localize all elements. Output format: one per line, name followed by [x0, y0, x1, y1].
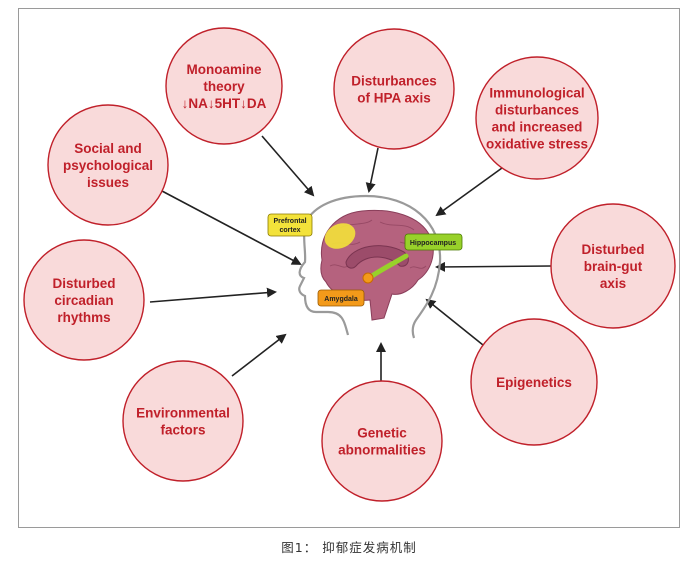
arrow-hpa — [365, 147, 379, 193]
factor-label-immuno-line-2: disturbances — [495, 103, 579, 118]
factor-label-epigenetics-line-1: Epigenetics — [496, 375, 572, 390]
corpus-callosum — [345, 245, 409, 269]
factor-braingut: Disturbed brain-gut axis — [550, 203, 676, 329]
factor-label-hpa-line-1: Disturbances — [351, 74, 437, 89]
arrow-circadian — [149, 287, 277, 303]
prefrontal-tag-line-1: Prefrontal — [273, 218, 306, 225]
depression-pathogenesis-diagram: Prefrontal cortex Hippocampus Amygdala M… — [23, 27, 676, 502]
arrow-environmental — [231, 333, 287, 377]
factor-epigenetics: Epigenetics — [470, 318, 598, 446]
arrow-social — [161, 190, 302, 265]
factor-label-circadian-line-1: Disturbed — [52, 276, 115, 291]
figure-caption: 图1： 抑郁症发病机制 — [281, 540, 417, 555]
factor-circle-monoamine — [165, 27, 283, 145]
factor-label-immuno-line-4: oxidative stress — [486, 137, 588, 152]
factor-hpa: Disturbances of HPA axis — [333, 28, 455, 150]
arrows — [149, 135, 552, 382]
factor-label-circadian-line-2: circadian — [54, 293, 113, 308]
amygdala-tag-label: Amygdala — [324, 296, 358, 303]
factor-label-braingut-line-3: axis — [600, 276, 626, 291]
prefrontal-tag: Prefrontal cortex — [267, 213, 313, 237]
factor-label-social-line-2: psychological — [63, 158, 153, 173]
factor-circle-circadian — [23, 239, 145, 361]
factor-label-monoamine-line-2: theory — [203, 79, 245, 94]
factor-circle-hpa — [333, 28, 455, 150]
factor-label-social-line-3: issues — [87, 175, 129, 190]
factor-monoamine: Monoamine theory ↓NA↓5HT↓DA — [165, 27, 283, 145]
hippocampus-tag: Hippocampus — [404, 233, 463, 251]
factor-label-social-line-1: Social and — [74, 141, 142, 156]
factor-circle-environmental — [122, 360, 244, 482]
factor-label-immuno-line-3: and increased — [492, 120, 583, 135]
prefrontal-region — [324, 223, 356, 249]
arrow-monoamine — [261, 135, 315, 197]
factor-label-immuno-line-1: Immunological — [489, 86, 584, 101]
factor-circle-genetic — [321, 380, 443, 502]
factor-circles: Monoamine theory ↓NA↓5HT↓DA Disturbances of … — [23, 27, 676, 502]
prefrontal-tag-line-2: cortex — [279, 227, 300, 234]
factor-label-braingut-line-1: Disturbed — [581, 242, 644, 257]
factor-social: Social and psychological issues — [47, 104, 169, 226]
hippocampus-tag-label: Hippocampus — [410, 240, 456, 247]
head-illustration — [298, 194, 442, 339]
factor-immuno: Immunological disturbances and increased ox… — [475, 56, 599, 180]
factor-label-monoamine-line-3: ↓NA↓5HT↓DA — [182, 96, 267, 111]
factor-circle-epigenetics — [470, 318, 598, 446]
factor-label-hpa-line-2: of HPA axis — [357, 91, 431, 106]
factor-circle-immuno — [475, 56, 599, 180]
factor-genetic: Genetic abnormalities — [321, 380, 443, 502]
arrow-braingut — [435, 261, 552, 272]
factor-label-environmental-line-2: factors — [160, 423, 205, 438]
factor-circadian: Disturbed circadian rhythms — [23, 239, 145, 361]
amygdala-tag: Amygdala — [317, 289, 365, 307]
factor-environmental: Environmental factors — [122, 360, 244, 482]
factor-label-genetic-line-1: Genetic — [357, 426, 407, 441]
amygdala-region — [362, 272, 374, 284]
factor-label-genetic-line-2: abnormalities — [338, 443, 426, 458]
factor-label-monoamine-line-1: Monoamine — [186, 62, 261, 77]
factor-label-circadian-line-3: rhythms — [57, 310, 110, 325]
factor-label-braingut-line-2: brain-gut — [584, 259, 643, 274]
factor-label-environmental-line-1: Environmental — [136, 406, 230, 421]
arrow-epigenetics — [425, 298, 484, 346]
arrow-immuno — [435, 167, 503, 217]
factor-circle-braingut — [550, 203, 676, 329]
hippocampus-region — [369, 253, 409, 279]
factor-circle-social — [47, 104, 169, 226]
